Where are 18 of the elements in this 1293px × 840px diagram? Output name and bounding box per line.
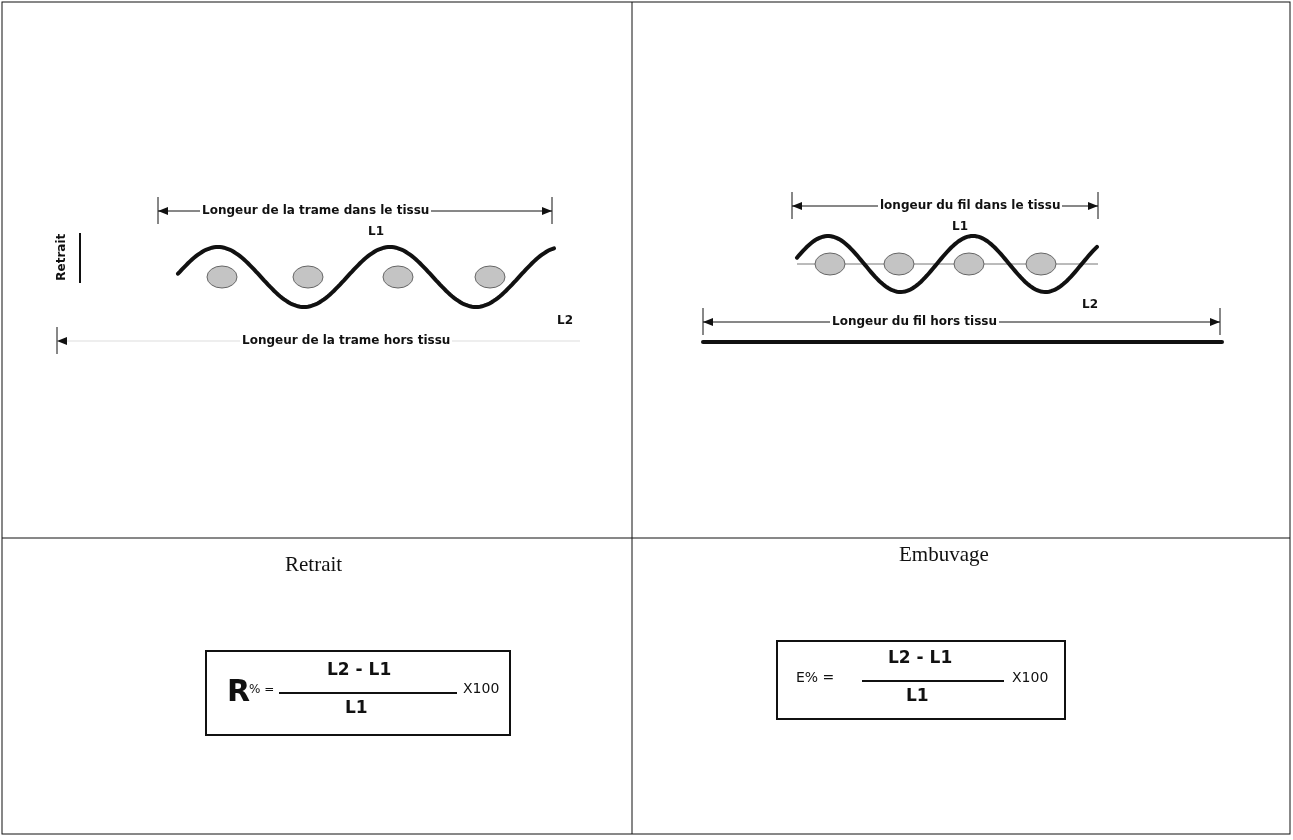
formula-box [776,640,1066,720]
formula-text: X100 [1012,670,1049,686]
variable-symbol: R [227,674,251,707]
rotated-label: Retrait [54,232,69,283]
dimension-label: Longeur de la trame dans le tissu [200,203,432,218]
dimension-label: Longeur de la trame hors tissu [240,333,453,348]
formula-box [205,650,511,736]
column-heading: Embuvage [898,542,990,568]
column-heading: Retrait [284,552,344,578]
formula-text: E% = [796,670,835,686]
numerator-text: L2 - L1 [888,648,953,667]
formula-text: X100 [463,681,500,697]
numerator-text: L2 - L1 [327,660,392,679]
formula-text: % = [249,683,275,696]
denominator-text: L1 [345,698,368,717]
dimension-label: Longeur du fil hors tissu [830,314,999,329]
dimension-label: longeur du fil dans le tissu [878,198,1063,213]
denominator-text: L1 [906,686,929,705]
